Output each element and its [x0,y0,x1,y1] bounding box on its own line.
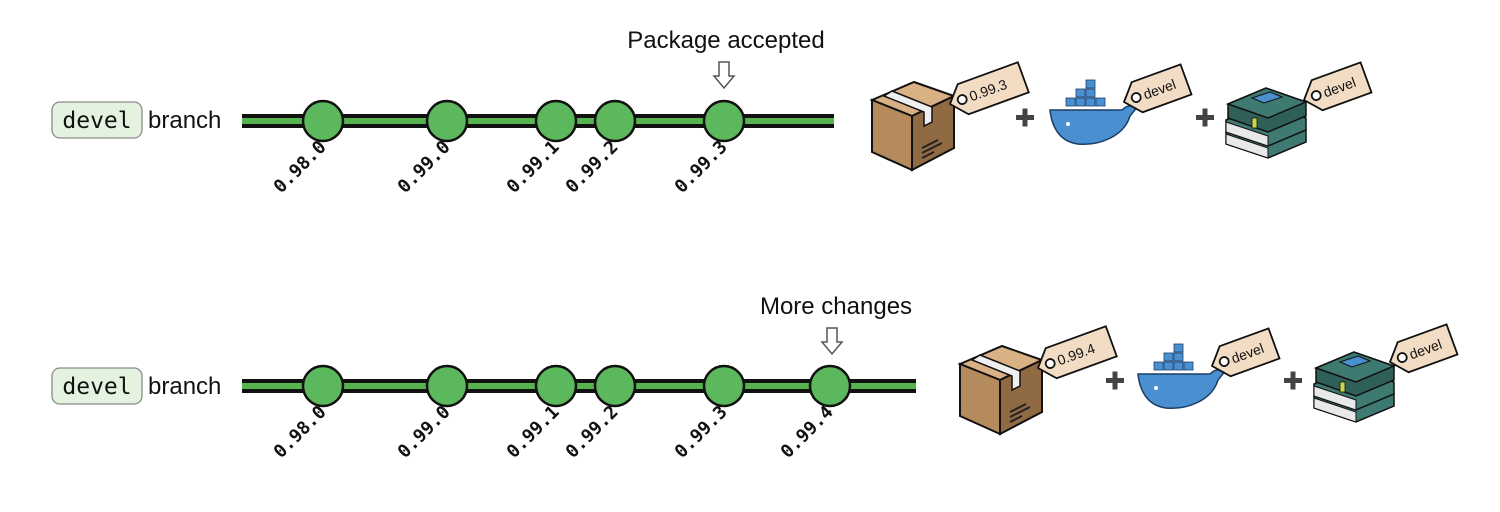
version-label: 0.99.3 [671,137,732,198]
version-labels: 0.98.0 0.99.0 0.99.1 0.99.2 0.99.3 [270,137,732,198]
annotation-label: More changes [760,293,912,320]
release-artifacts: 0.99.4 devel [957,323,1459,436]
commit-node [425,364,469,408]
docs-tag: devel [1302,61,1373,112]
commit-node [534,364,578,408]
panel-1: Package accepted devel branch 0.98.0 0.9… [51,27,1373,198]
plus-icon [1016,108,1034,127]
version-label: 0.99.4 [777,402,838,463]
package-version-tag: 0.99.4 [1036,325,1118,380]
version-label: 0.99.1 [503,402,564,463]
commit-node [534,99,578,143]
branch-code-pill [51,101,143,139]
docker-whale-icon [1137,343,1228,409]
docs-tag: devel [1388,323,1459,374]
branch-word: branch [148,373,221,400]
branch-word: branch [148,107,221,134]
branch-label: devel branch [51,101,221,139]
branch-code: devel [62,374,131,400]
version-label: 0.99.2 [562,137,623,198]
docker-tag: devel [1122,63,1193,114]
version-label: 0.98.0 [270,137,331,198]
annotation-label: Package accepted [627,27,824,54]
docker-whale-icon [1049,79,1140,145]
branch-code-pill [51,367,143,405]
plus-icon [1106,371,1124,390]
down-arrow-icon [712,61,736,90]
plus-icon [1196,108,1214,127]
docker-tag: devel [1210,327,1281,378]
commit-node [301,99,345,143]
commit-node [702,99,746,143]
version-label: 0.99.1 [503,137,564,198]
version-label: 0.98.0 [270,402,331,463]
commit-node [593,364,637,408]
panel-2: More changes devel branch 0.98.0 0.99.0 … [51,293,1459,463]
commit-nodes [301,99,746,143]
books-icon [1313,351,1397,423]
commit-nodes [301,364,852,408]
version-label: 0.99.0 [394,137,455,198]
commit-node [702,364,746,408]
branch-label: devel branch [51,367,221,405]
version-label: 0.99.3 [671,402,732,463]
package-version-tag: 0.99.3 [948,61,1030,116]
down-arrow-icon [820,327,844,356]
version-label: 0.99.2 [562,402,623,463]
books-icon [1225,87,1309,159]
commit-node [593,99,637,143]
package-box-icon [957,344,1045,436]
branch-code: devel [62,108,131,134]
version-labels: 0.98.0 0.99.0 0.99.1 0.99.2 0.99.3 0.99.… [270,402,838,463]
commit-node [808,364,852,408]
commit-node [425,99,469,143]
commit-node [301,364,345,408]
version-label: 0.99.0 [394,402,455,463]
release-artifacts: 0.99.3 devel [869,61,1373,172]
package-box-icon [869,80,957,172]
plus-icon [1284,371,1302,390]
